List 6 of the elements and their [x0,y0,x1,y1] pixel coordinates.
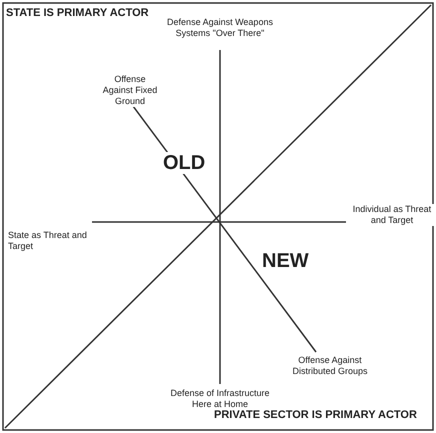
axis-label: Offense Against Distributed Groups [290,355,370,377]
axis-label: Offense Against Fixed Ground [100,74,160,107]
axis-label: State as Threat and Target [8,230,88,252]
heading: STATE IS PRIMARY ACTOR [6,8,149,19]
heading: PRIVATE SECTOR IS PRIMARY ACTOR [214,410,417,421]
quadrant-label: OLD [163,152,206,174]
